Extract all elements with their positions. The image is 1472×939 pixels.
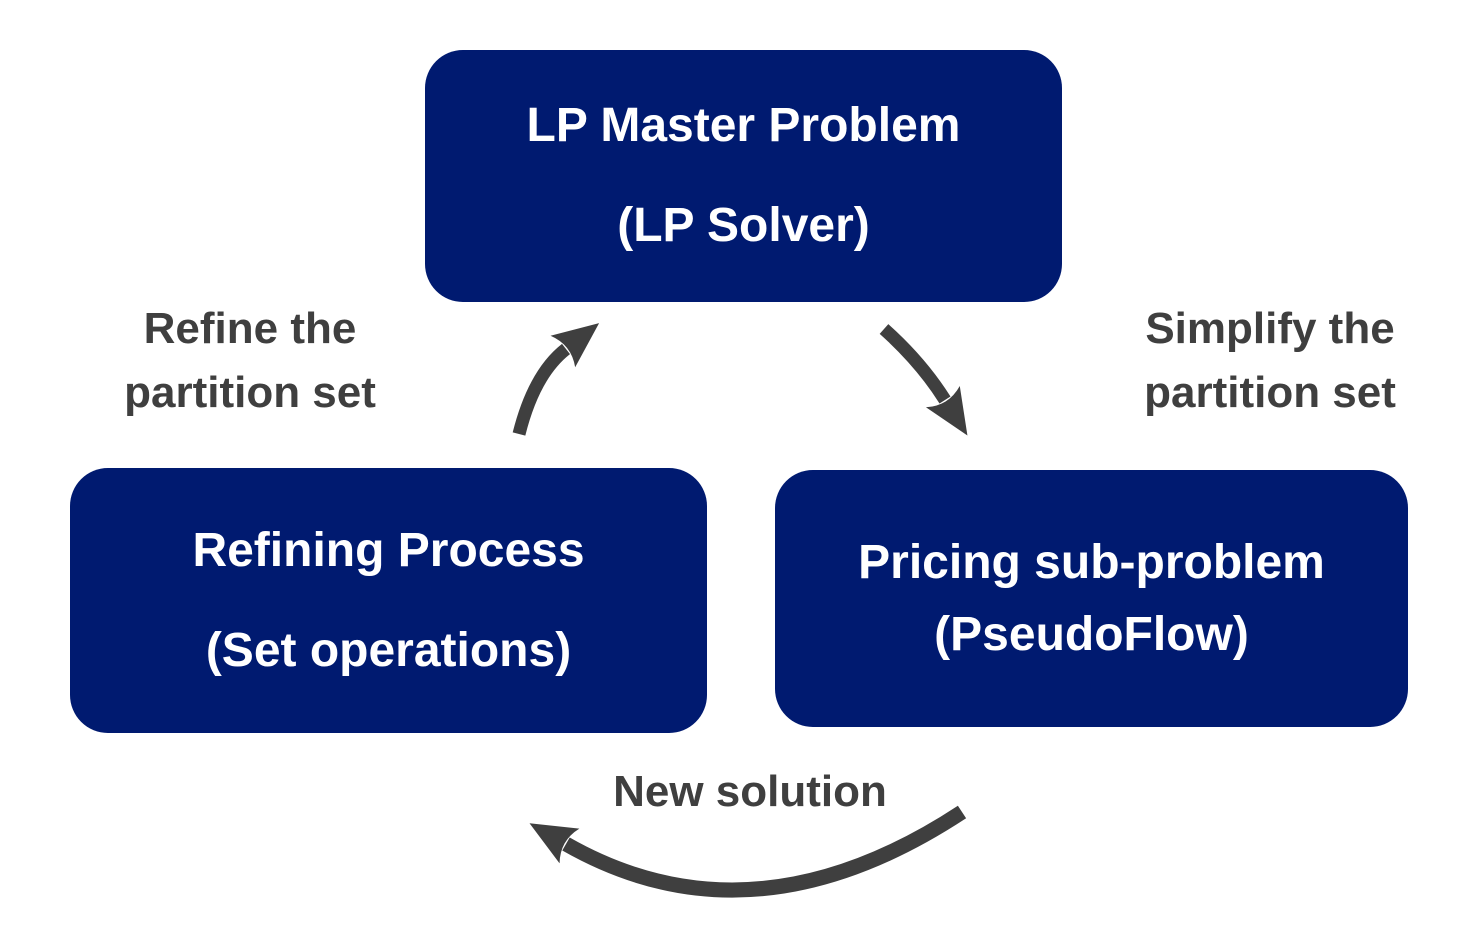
node-refining-process: Refining Process (Set operations) — [70, 468, 707, 733]
edge-label-simplify-line1: Simplify the — [1145, 304, 1395, 353]
edge-label-new-solution-text: New solution — [613, 767, 887, 816]
node-lp-master-problem-subtitle: (LP Solver) — [617, 199, 870, 252]
edge-label-refine-partition-set: Refine the partition set — [55, 297, 445, 425]
node-pricing-sub-problem: Pricing sub-problem (PseudoFlow) — [775, 470, 1408, 727]
node-pricing-sub-problem-title: Pricing sub-problem — [858, 535, 1325, 589]
edge-label-simplify-line2: partition set — [1144, 368, 1396, 417]
node-lp-master-problem-title: LP Master Problem — [526, 99, 961, 152]
arrow-refining-to-master-icon — [512, 323, 600, 436]
arrow-master-to-pricing-icon — [879, 324, 968, 436]
node-refining-process-subtitle: (Set operations) — [205, 623, 572, 677]
edge-label-new-solution: New solution — [540, 760, 960, 824]
node-refining-process-title: Refining Process — [192, 523, 585, 577]
edge-label-refine-line1: Refine the — [143, 304, 357, 353]
node-lp-master-problem: LP Master Problem (LP Solver) — [425, 50, 1062, 302]
edge-label-simplify-partition-set: Simplify the partition set — [1075, 297, 1465, 425]
edge-label-refine-line2: partition set — [124, 368, 376, 417]
node-pricing-sub-problem-subtitle: (PseudoFlow) — [934, 607, 1249, 661]
